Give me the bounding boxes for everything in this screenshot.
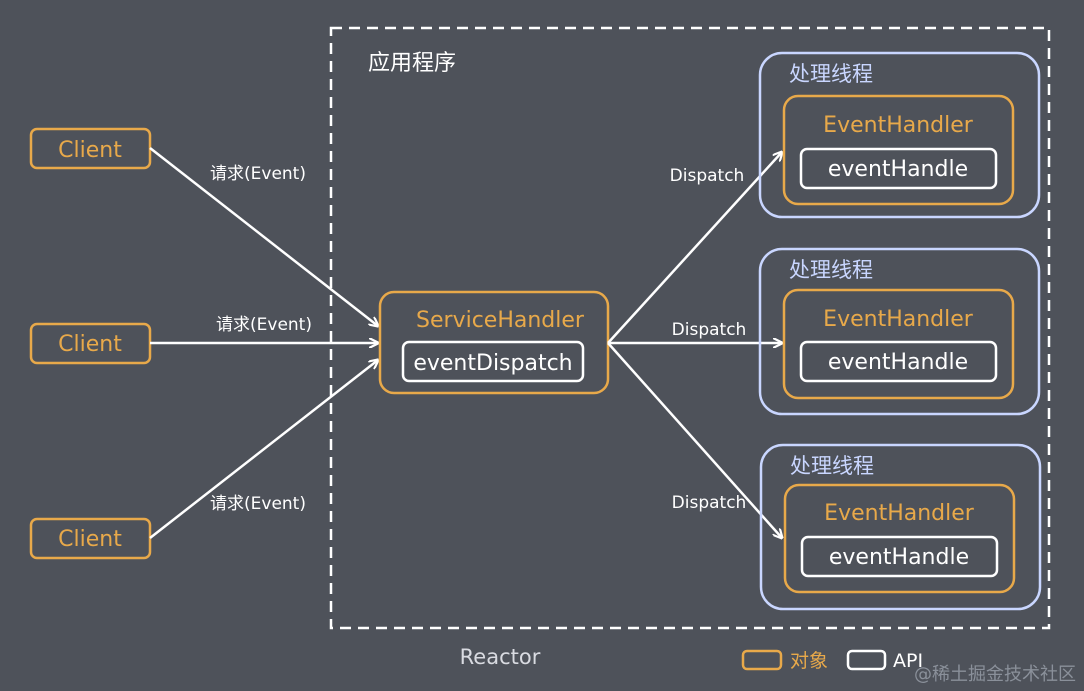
event-handle-api-box [799,340,998,383]
request-edge-label: 请求(Event) [216,315,312,335]
processing-thread: 处理线程 EventHandler eventHandle [758,247,1041,416]
application-boundary [329,26,1051,630]
processing-thread-title: 处理线程 [789,258,873,282]
dispatch-edge-label: Dispatch [672,320,747,340]
request-edge-label: 请求(Event) [210,164,306,184]
event-handler-box [783,483,1016,594]
processing-thread: 处理线程 EventHandler eventHandle [759,443,1042,611]
request-edge-label: 请求(Event) [210,494,306,514]
dispatch-arrow [607,152,782,344]
event-dispatch-api-label: eventDispatch [413,351,572,376]
legend-object-swatch [741,649,783,671]
processing-thread: 处理线程 EventHandler eventHandle [758,51,1041,219]
watermark: @稀土掘金技术社区 [914,664,1076,685]
event-handle-api-label: eventHandle [828,157,968,182]
dispatch-arrow [607,342,782,538]
event-handler-title: EventHandler [823,307,974,332]
event-handle-api-label: eventHandle [829,545,969,570]
processing-thread-title: 处理线程 [790,454,874,478]
event-handle-api-box [800,535,999,578]
legend-api-label: API [893,650,923,672]
request-arrow [149,147,378,326]
event-handler-box [782,288,1015,400]
event-handler-title: EventHandler [823,113,974,138]
processing-thread-title: 处理线程 [789,62,873,86]
event-handler-title: EventHandler [824,501,975,526]
dispatch-edge-label: Dispatch [672,493,747,513]
client-node: Client [29,127,152,170]
event-handle-api-label: eventHandle [828,350,968,375]
reactor-label: Reactor [460,645,541,669]
client-node: Client [29,322,152,365]
application-title: 应用程序 [368,51,456,76]
legend-api-swatch [846,649,887,671]
client-label: Client [58,138,122,163]
legend-object-label: 对象 [790,650,828,672]
legend: 对象 API [741,649,923,672]
client-node: Client [29,517,152,560]
client-label: Client [58,332,122,357]
request-arrow [149,360,378,539]
service-handler-title: ServiceHandler [416,308,585,333]
event-handler-box [782,94,1015,206]
client-label: Client [58,527,122,552]
service-handler-node: ServiceHandler eventDispatch [378,290,610,395]
dispatch-edge-label: Dispatch [670,166,745,186]
event-handle-api-box [799,147,998,190]
event-dispatch-api-box [401,340,585,383]
